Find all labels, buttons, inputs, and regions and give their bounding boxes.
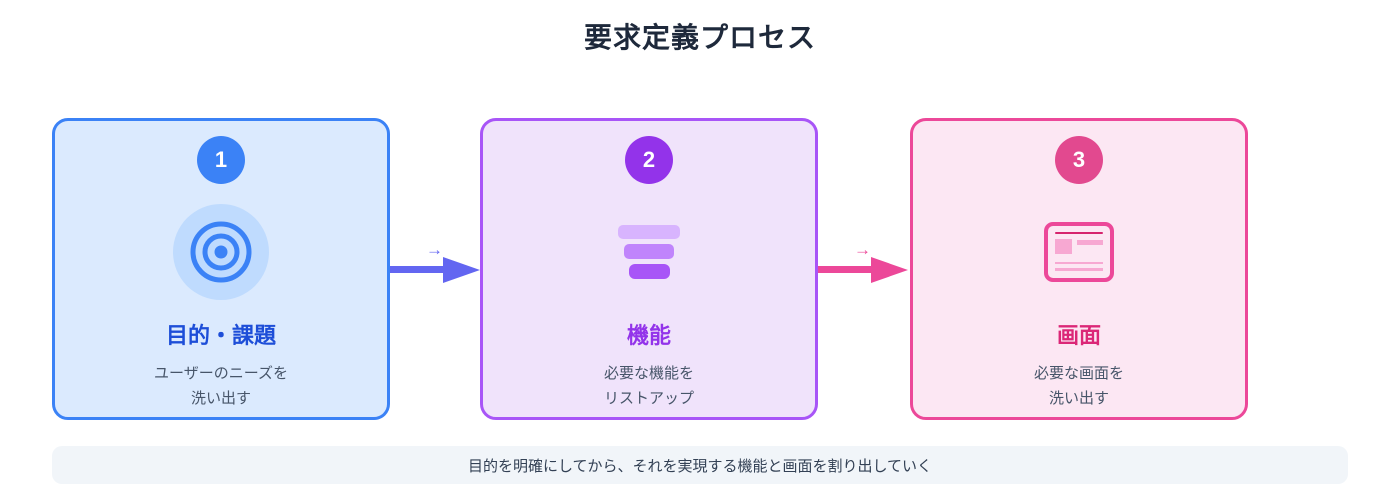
step-description: 必要な画面を 洗い出す — [1034, 362, 1124, 412]
screen-image-block — [1055, 238, 1072, 254]
footer-note: 目的を明確にしてから、それを実現する機能と画面を割り出していく — [52, 446, 1348, 484]
step-number-badge: 2 — [625, 136, 673, 184]
step-number-badge: 1 — [197, 136, 245, 184]
step-description-line1: ユーザーのニーズを — [154, 365, 288, 382]
target-icon — [173, 204, 269, 300]
arrow-shaft — [818, 266, 872, 273]
screen-titlebar — [1055, 232, 1103, 234]
stacked-bars-icon — [618, 225, 680, 279]
step-card-functions: 2 機能 必要な機能を リストアップ — [480, 118, 818, 420]
screen-content-row — [1055, 238, 1103, 254]
bar-middle — [624, 244, 674, 259]
step-card-screens: 3 画面 必要な画面を 洗い出す — [910, 118, 1248, 420]
arrow-head-icon — [871, 257, 908, 283]
arrow-glyph-icon: → — [426, 240, 443, 259]
page-title: 要求定義プロセス — [583, 22, 816, 53]
screen-text-short — [1077, 239, 1103, 245]
step-description-line2: リストアップ — [603, 389, 694, 407]
step-description-line1: 必要な機能を — [603, 365, 694, 382]
step-description: 必要な機能を リストアップ — [604, 362, 694, 412]
screen-icon — [1044, 222, 1114, 282]
arrow-head-icon — [443, 257, 480, 283]
screen-text-line — [1055, 268, 1103, 271]
step-number-badge: 3 — [1055, 136, 1103, 184]
flow-arrow-1: → — [390, 238, 480, 286]
step-label: 目的・課題 — [165, 323, 276, 348]
arrow-shaft — [390, 266, 444, 273]
flow-arrow-2: → — [818, 238, 908, 286]
screen-text-line — [1055, 261, 1103, 265]
step-description-line2: 洗い出す — [1048, 389, 1109, 407]
arrow-glyph-icon: → — [854, 240, 871, 259]
step-description-line1: 必要な画面を — [1033, 365, 1124, 382]
bar-top — [618, 225, 680, 239]
step-icon-area — [1044, 204, 1114, 300]
step-icon-area — [173, 204, 269, 300]
bar-bottom — [628, 264, 670, 279]
step-description-line2: 洗い出す — [190, 389, 251, 407]
step-card-purpose: 1 目的・課題 ユーザーのニーズを 洗い出す — [52, 118, 390, 420]
step-label: 機能 — [626, 323, 671, 348]
step-label: 画面 — [1056, 323, 1101, 348]
step-icon-area — [618, 204, 680, 300]
step-description: ユーザーのニーズを 洗い出す — [154, 362, 288, 412]
